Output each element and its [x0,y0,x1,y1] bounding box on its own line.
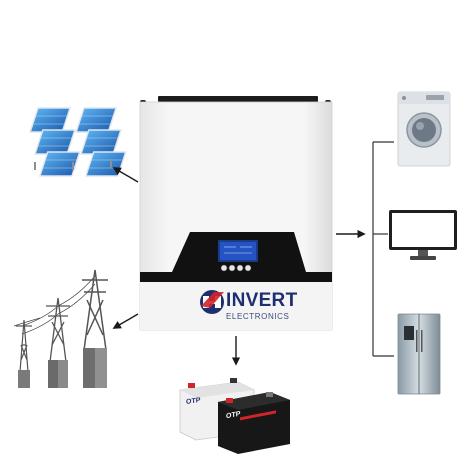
brand-name: INVERT [226,290,298,311]
brand-logo [200,290,224,314]
brand-wordmark: INVERT ELECTRONICS [226,291,297,321]
arrow-to-grid [112,313,139,329]
battery-icon [179,378,290,454]
brand-subtitle: ELECTRONICS [226,312,290,321]
washing-machine-icon [397,91,451,167]
load-bracket [372,141,394,357]
flow-arrows [112,167,366,366]
solar-panel-icon [29,107,127,177]
monitor-icon [389,210,457,260]
arrow-to-solar [112,167,139,183]
inverter-icon [139,96,333,331]
refrigerator-icon [397,313,441,395]
power-tower-icon [13,269,108,388]
